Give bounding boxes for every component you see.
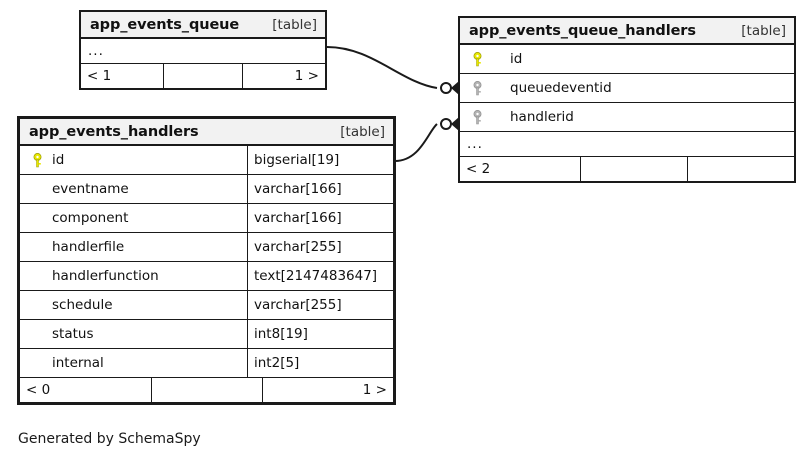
column-name: id <box>52 152 65 168</box>
column-name-cell: component <box>20 204 247 232</box>
column-row-queuedeventid[interactable]: queuedeventid <box>460 74 794 103</box>
column-name-cell: status <box>20 320 247 348</box>
column-row-schedule[interactable]: schedule varchar[255] <box>20 291 393 320</box>
table-title: app_events_queue <box>90 16 240 33</box>
table-title: app_events_handlers <box>29 123 199 140</box>
column-row-component[interactable]: component varchar[166] <box>20 204 393 233</box>
relationship-line-handlers-to-queue-handlers <box>394 123 438 162</box>
column-type: int8[19] <box>247 320 393 348</box>
column-name-cell: handlerfile <box>20 233 247 261</box>
column-row-status[interactable]: status int8[19] <box>20 320 393 349</box>
footer-outbound-count: 1 > <box>262 378 393 402</box>
column-name-cell: eventname <box>20 175 247 203</box>
table-app-events-queue[interactable]: app_events_queue [table] ... < 1 1 > <box>79 10 327 90</box>
foreign-key-icon <box>466 80 488 96</box>
hidden-columns-ellipsis: ... <box>81 39 325 64</box>
column-name-cell: queuedeventid <box>460 74 794 102</box>
relationship-line-queue-to-queue-handlers <box>326 46 438 89</box>
column-row-handlerfunction[interactable]: handlerfunction text[2147483647] <box>20 262 393 291</box>
column-name: eventname <box>52 181 129 197</box>
table-footer: < 2 <box>460 157 794 181</box>
column-name-cell: id <box>460 45 794 73</box>
column-name: queuedeventid <box>510 80 612 96</box>
column-name: id <box>510 51 523 67</box>
column-row-eventname[interactable]: eventname varchar[166] <box>20 175 393 204</box>
primary-key-icon <box>26 152 48 168</box>
column-type: int2[5] <box>247 349 393 377</box>
column-type: text[2147483647] <box>247 262 393 290</box>
column-name-cell: handlerid <box>460 103 794 131</box>
crowfoot-endpoint-queuedeventid <box>440 81 459 95</box>
column-row-handlerid[interactable]: handlerid <box>460 103 794 132</box>
column-name: internal <box>52 355 104 371</box>
hidden-columns-ellipsis: ... <box>460 132 794 157</box>
footer-middle <box>150 378 263 402</box>
footer-outbound-count <box>687 157 794 181</box>
column-name-cell: internal <box>20 349 247 377</box>
table-app-events-queue-handlers[interactable]: app_events_queue_handlers [table] id <box>458 16 796 183</box>
footer-middle <box>580 157 687 181</box>
table-header: app_events_handlers [table] <box>20 119 393 146</box>
column-type: varchar[166] <box>247 204 393 232</box>
column-type: varchar[166] <box>247 175 393 203</box>
footer-inbound-count: < 2 <box>466 161 491 177</box>
column-name: component <box>52 210 129 226</box>
column-row-id[interactable]: id bigserial[19] <box>20 146 393 175</box>
footer-outbound-count: 1 > <box>242 64 325 88</box>
column-name-cell: handlerfunction <box>20 262 247 290</box>
column-name: handlerfunction <box>52 268 159 284</box>
table-footer: < 0 1 > <box>20 378 393 402</box>
column-type: varchar[255] <box>247 233 393 261</box>
column-name: schedule <box>52 297 113 313</box>
table-title: app_events_queue_handlers <box>469 22 696 39</box>
column-name-cell: schedule <box>20 291 247 319</box>
column-name: handlerid <box>510 109 574 125</box>
column-row-internal[interactable]: internal int2[5] <box>20 349 393 378</box>
table-footer: < 1 1 > <box>81 64 325 88</box>
column-type: bigserial[19] <box>247 146 393 174</box>
primary-key-icon <box>466 51 488 67</box>
column-name: status <box>52 326 94 342</box>
crowfoot-endpoint-handlerid <box>440 117 459 131</box>
column-row-id[interactable]: id <box>460 45 794 74</box>
table-kind-label: [table] <box>340 123 385 140</box>
footer-middle <box>162 64 242 88</box>
table-header: app_events_queue [table] <box>81 12 325 39</box>
foreign-key-icon <box>466 109 488 125</box>
column-type: varchar[255] <box>247 291 393 319</box>
footer-inbound-count: < 0 <box>26 382 51 398</box>
table-kind-label: [table] <box>272 16 317 33</box>
footer-inbound-count: < 1 <box>87 68 112 84</box>
table-kind-label: [table] <box>741 22 786 39</box>
generated-by-credit: Generated by SchemaSpy <box>18 431 201 447</box>
column-name: handlerfile <box>52 239 125 255</box>
table-header: app_events_queue_handlers [table] <box>460 18 794 45</box>
column-row-handlerfile[interactable]: handlerfile varchar[255] <box>20 233 393 262</box>
column-name-cell: id <box>20 146 247 174</box>
table-app-events-handlers[interactable]: app_events_handlers [table] id bigserial… <box>17 116 396 405</box>
